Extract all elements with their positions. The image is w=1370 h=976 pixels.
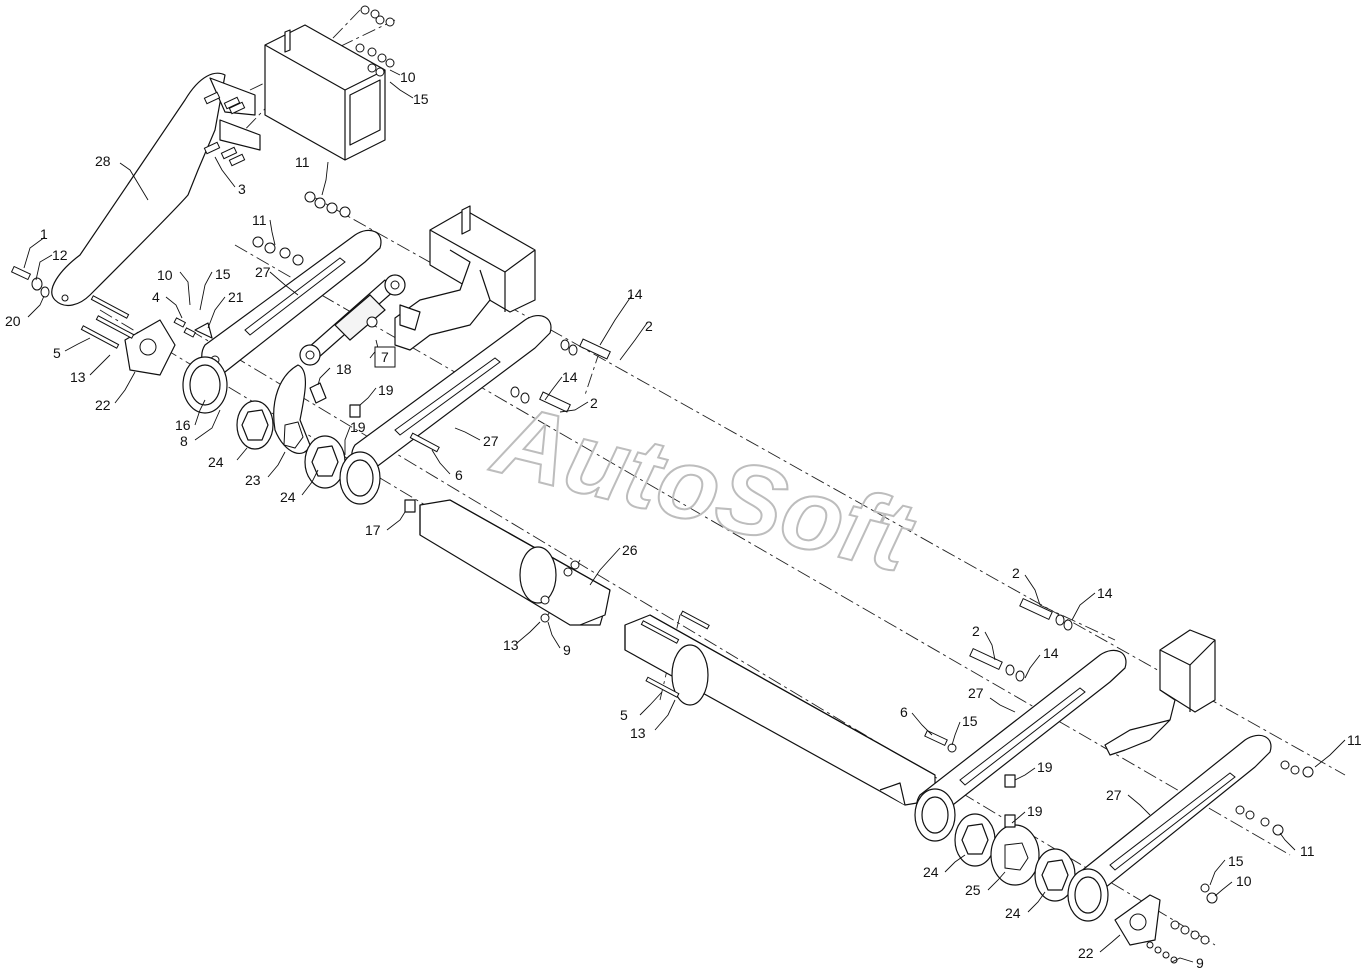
callout-27-right-b: 27 xyxy=(1106,787,1122,803)
callout-19-d: 19 xyxy=(1027,803,1043,819)
callout-2-b: 2 xyxy=(590,395,598,411)
nuts-11-upper xyxy=(252,191,351,266)
plate-23 xyxy=(273,364,311,455)
callout-22-left: 22 xyxy=(95,397,111,413)
bushing-18 xyxy=(309,382,327,404)
ring-right-end xyxy=(914,788,956,842)
callout-14-b: 14 xyxy=(562,369,578,385)
callout-28: 28 xyxy=(95,153,111,169)
plate-25 xyxy=(990,824,1040,886)
callout-27-mid: 27 xyxy=(483,433,499,449)
callout-23: 23 xyxy=(245,472,261,488)
nuts-9-13-center xyxy=(540,560,580,623)
callout-5-left: 5 xyxy=(53,345,61,361)
ring-24-b xyxy=(304,435,346,489)
callout-24-b: 24 xyxy=(280,489,296,505)
callout-11-right-top: 11 xyxy=(1347,732,1362,748)
bolts-left xyxy=(80,295,213,349)
callout-19-c: 19 xyxy=(1037,759,1053,775)
link-arm-27-a xyxy=(201,229,382,377)
callout-19-b: 19 xyxy=(350,419,366,435)
callout-14-d: 14 xyxy=(1043,645,1059,661)
callout-7: 7 xyxy=(381,349,389,365)
bushing-19-a xyxy=(349,404,361,418)
callout-10-right: 10 xyxy=(1236,873,1252,889)
callout-9-center: 9 xyxy=(563,642,571,658)
callout-25: 25 xyxy=(965,882,981,898)
callout-17: 17 xyxy=(365,522,381,538)
bolt-6-center xyxy=(409,432,440,453)
callout-11-right-bottom: 11 xyxy=(1300,843,1315,859)
tube-26 xyxy=(419,499,611,626)
callout-10-left: 10 xyxy=(157,267,173,283)
callout-11-upper: 11 xyxy=(295,154,310,170)
callout-14-c: 14 xyxy=(1097,585,1113,601)
callout-21: 21 xyxy=(228,289,244,305)
callout-8: 8 xyxy=(180,433,188,449)
callout-7-box xyxy=(374,346,396,368)
callout-labels: 1 12 20 28 3 10 15 11 11 27 10 15 4 21 5… xyxy=(5,69,1362,971)
callout-13-left: 13 xyxy=(70,369,86,385)
callout-24-a: 24 xyxy=(208,454,224,470)
link-arm-27-d xyxy=(1066,734,1272,905)
callout-2-a: 2 xyxy=(645,318,653,334)
callout-22-right: 22 xyxy=(1078,945,1094,961)
callout-2-d: 2 xyxy=(972,623,980,639)
ring-left-end xyxy=(339,451,381,505)
callout-24-d: 24 xyxy=(1005,905,1021,921)
callout-5-right: 5 xyxy=(620,707,628,723)
callout-15-right-bottom: 15 xyxy=(1228,853,1244,869)
callout-26: 26 xyxy=(622,542,638,558)
callout-20: 20 xyxy=(5,313,21,329)
callout-19-a: 19 xyxy=(378,382,394,398)
callout-4: 4 xyxy=(152,289,160,305)
callout-24-c: 24 xyxy=(923,864,939,880)
callout-3: 3 xyxy=(238,181,246,197)
bolt-washer-left xyxy=(10,265,50,298)
callout-15-top: 15 xyxy=(413,91,429,107)
flange-22-right xyxy=(1114,894,1161,946)
callout-11-left: 11 xyxy=(252,212,267,228)
callout-13-center: 13 xyxy=(503,637,519,653)
link-arm-27-c xyxy=(916,649,1127,819)
actuator-7 xyxy=(299,274,406,366)
top-hardware xyxy=(203,5,395,167)
frame-bracket-mid xyxy=(394,205,536,351)
callout-15-right: 15 xyxy=(962,713,978,729)
ring-16 xyxy=(182,356,228,414)
hardware-right xyxy=(924,597,1314,964)
bolts-5-13-right xyxy=(640,610,710,698)
callout-18: 18 xyxy=(336,361,352,377)
callout-10-top: 10 xyxy=(400,69,416,85)
callout-15-left: 15 xyxy=(215,266,231,282)
ring-right-outer xyxy=(1067,868,1109,922)
frame-bracket-top xyxy=(264,24,386,161)
sleeve-17 xyxy=(404,499,416,513)
callout-6-right: 6 xyxy=(900,704,908,720)
callout-12: 12 xyxy=(52,247,68,263)
callout-1: 1 xyxy=(40,226,48,242)
tube-right xyxy=(624,614,936,806)
flange-22-left xyxy=(124,319,176,376)
callout-13-right: 13 xyxy=(630,725,646,741)
callout-27-right-a: 27 xyxy=(968,685,984,701)
callout-6-mid: 6 xyxy=(455,467,463,483)
callout-2-c: 2 xyxy=(1012,565,1020,581)
ring-24-d xyxy=(1034,848,1076,902)
callout-27-left: 27 xyxy=(255,264,271,280)
callout-9-right: 9 xyxy=(1196,955,1204,971)
ring-24-a xyxy=(236,400,274,450)
callout-14-a: 14 xyxy=(627,286,643,302)
callout-16: 16 xyxy=(175,417,191,433)
frame-bracket-right xyxy=(1104,629,1216,756)
